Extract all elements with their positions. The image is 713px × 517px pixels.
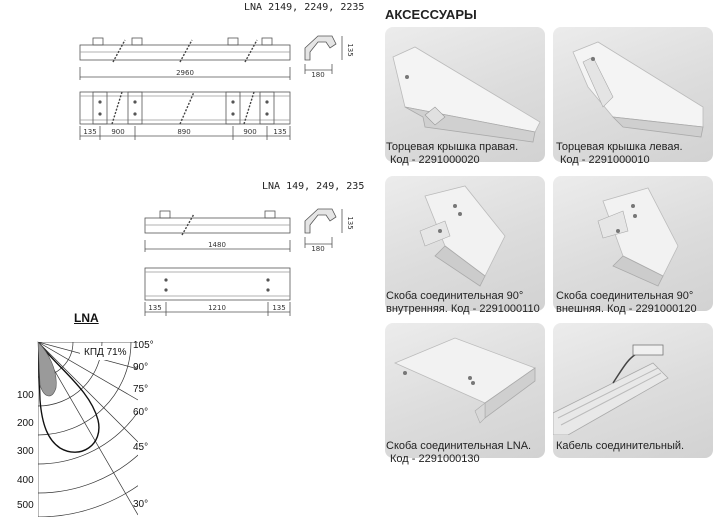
- accessory-caption-3: Скоба соединительная 90° внутренняя. Код…: [386, 290, 540, 316]
- mid-seg-2: 1210: [208, 304, 226, 312]
- accessory-caption-1: Торцевая крышка правая. Код - 2291000020: [386, 141, 518, 167]
- accessory-code-1: Код - 2291000020: [390, 154, 480, 166]
- polar-angle-90: 90°: [133, 362, 149, 373]
- accessory-image-bracket-lna: [385, 323, 545, 458]
- top-length-dim: 2960: [176, 69, 194, 77]
- polar-angle-30: 30°: [133, 499, 149, 510]
- accessory-name-5: Скоба соединительная LNA.: [386, 440, 532, 452]
- polar-angle-60: 60°: [133, 407, 149, 418]
- polar-angle-105: 105°: [133, 340, 154, 351]
- mid-model-label: LNA 149, 249, 235: [262, 181, 365, 192]
- accessory-caption-4: Скоба соединительная 90° внешняя. Код - …: [556, 290, 697, 316]
- top-height-dim: 135: [346, 43, 354, 56]
- accessory-name-1: Торцевая крышка правая.: [386, 141, 519, 153]
- accessory-code-5: Код - 2291000130: [390, 453, 480, 465]
- accessory-name-6: Кабель соединительный.: [556, 440, 685, 452]
- polar-angle-45: 45°: [133, 442, 149, 453]
- mid-width-dim: 180: [311, 245, 324, 253]
- accessories-heading: АКСЕССУАРЫ: [385, 7, 477, 22]
- accessory-image-cable: [552, 323, 713, 458]
- mid-seg-3: 135: [272, 304, 285, 312]
- top-seg-2: 900: [111, 128, 124, 136]
- accessory-code-2: Код - 2291000010: [560, 154, 650, 166]
- accessory-caption-2: Торцевая крышка левая. Код - 2291000010: [556, 141, 683, 167]
- top-width-dim: 180: [311, 71, 324, 79]
- accessory-image-bracket-outer-90: [553, 176, 713, 311]
- accessory-caption-5: Скоба соединительная LNA. Код - 22910001…: [386, 440, 531, 466]
- top-seg-3: 890: [177, 128, 190, 136]
- accessory-image-bracket-inner-90: [385, 176, 545, 311]
- top-seg-4: 900: [243, 128, 256, 136]
- mid-seg-1: 135: [148, 304, 161, 312]
- polar-diagram: [37, 341, 138, 517]
- accessory-name-4: Скоба соединительная 90°: [556, 290, 694, 302]
- accessory-name-3: Скоба соединительная 90°: [386, 290, 524, 302]
- polar-efficiency: КПД 71%: [84, 347, 127, 358]
- polar-radius-300: 300: [17, 446, 34, 457]
- accessory-name-2: Торцевая крышка левая.: [556, 141, 683, 153]
- polar-radius-400: 400: [17, 475, 34, 486]
- polar-title: LNA: [74, 311, 99, 325]
- accessory-image-end-cap-right: [385, 27, 545, 162]
- top-drawing: 2960 180 135 135 900 890 900 135: [79, 35, 354, 140]
- top-model-label: LNA 2149, 2249, 2235: [244, 2, 365, 13]
- top-seg-1: 135: [83, 128, 96, 136]
- polar-angle-75: 75°: [133, 384, 149, 395]
- accessory-code-4: внешняя. Код - 2291000120: [556, 303, 697, 315]
- polar-radius-200: 200: [17, 418, 34, 429]
- mid-length-dim: 1480: [208, 241, 226, 249]
- accessory-caption-6: Кабель соединительный.: [556, 440, 684, 453]
- accessory-image-end-cap-left: [553, 27, 713, 162]
- polar-radius-100: 100: [17, 390, 34, 401]
- top-seg-5: 135: [273, 128, 286, 136]
- mid-drawing: 1480 180 135 135 1210 135: [144, 208, 354, 316]
- polar-radius-500: 500: [17, 500, 34, 511]
- mid-height-dim: 135: [346, 216, 354, 229]
- accessory-code-3: внутренняя. Код - 2291000110: [386, 303, 540, 315]
